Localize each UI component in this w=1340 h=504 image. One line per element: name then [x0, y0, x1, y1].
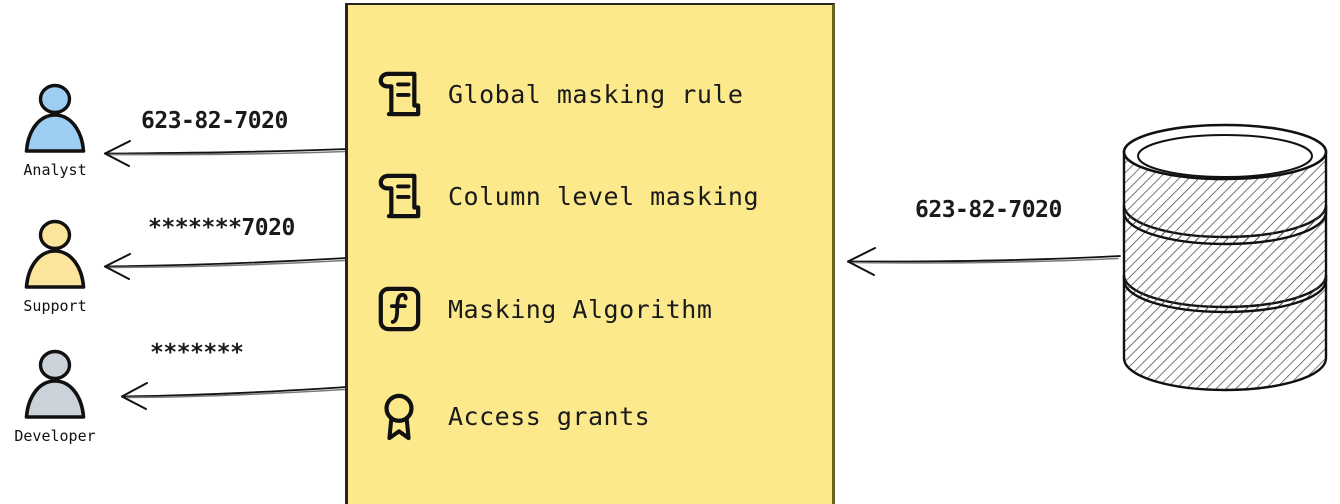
- consumer-developer: Developer: [0, 348, 110, 445]
- support-value-label: *******7020: [148, 215, 295, 241]
- policy-item-access-grants[interactable]: Access grants: [376, 385, 650, 447]
- consumer-analyst: Analyst: [0, 82, 110, 179]
- developer-value-label: *******: [150, 340, 244, 366]
- analyst-value-label: 623-82-7020: [141, 108, 288, 134]
- policy-item-label: Column level masking: [448, 181, 760, 211]
- function-f-icon: [378, 286, 421, 332]
- policy-item-label: Masking Algorithm: [448, 294, 713, 324]
- policy-item-list: Global masking rule Column level masking: [348, 5, 832, 504]
- person-icon: [24, 349, 86, 419]
- scroll-document-icon: [378, 173, 421, 219]
- person-icon: [24, 219, 86, 289]
- arrow-to-support: [104, 253, 348, 280]
- arrow-database-to-panel: [847, 247, 1121, 276]
- arrow-to-developer: [121, 382, 348, 410]
- person-icon: [24, 83, 86, 153]
- policy-item-label: Access grants: [448, 401, 651, 431]
- award-ribbon-icon: [384, 393, 414, 441]
- scroll-document-icon: [378, 71, 421, 117]
- policy-item-label: Global masking rule: [448, 79, 744, 109]
- database-cylinder-icon: [1122, 123, 1328, 392]
- policy-item-masking-algorithm[interactable]: Masking Algorithm: [376, 278, 712, 340]
- consumer-label: Developer: [14, 427, 96, 445]
- masking-policy-panel: Global masking rule Column level masking: [345, 3, 835, 504]
- arrow-to-analyst: [104, 140, 348, 167]
- consumer-label: Analyst: [23, 161, 87, 179]
- consumer-support: Support: [0, 218, 110, 315]
- policy-item-column-level-masking[interactable]: Column level masking: [376, 165, 759, 227]
- consumer-label: Support: [23, 297, 87, 315]
- policy-item-global-masking-rule[interactable]: Global masking rule: [376, 63, 743, 125]
- database-value-label: 623-82-7020: [915, 197, 1062, 223]
